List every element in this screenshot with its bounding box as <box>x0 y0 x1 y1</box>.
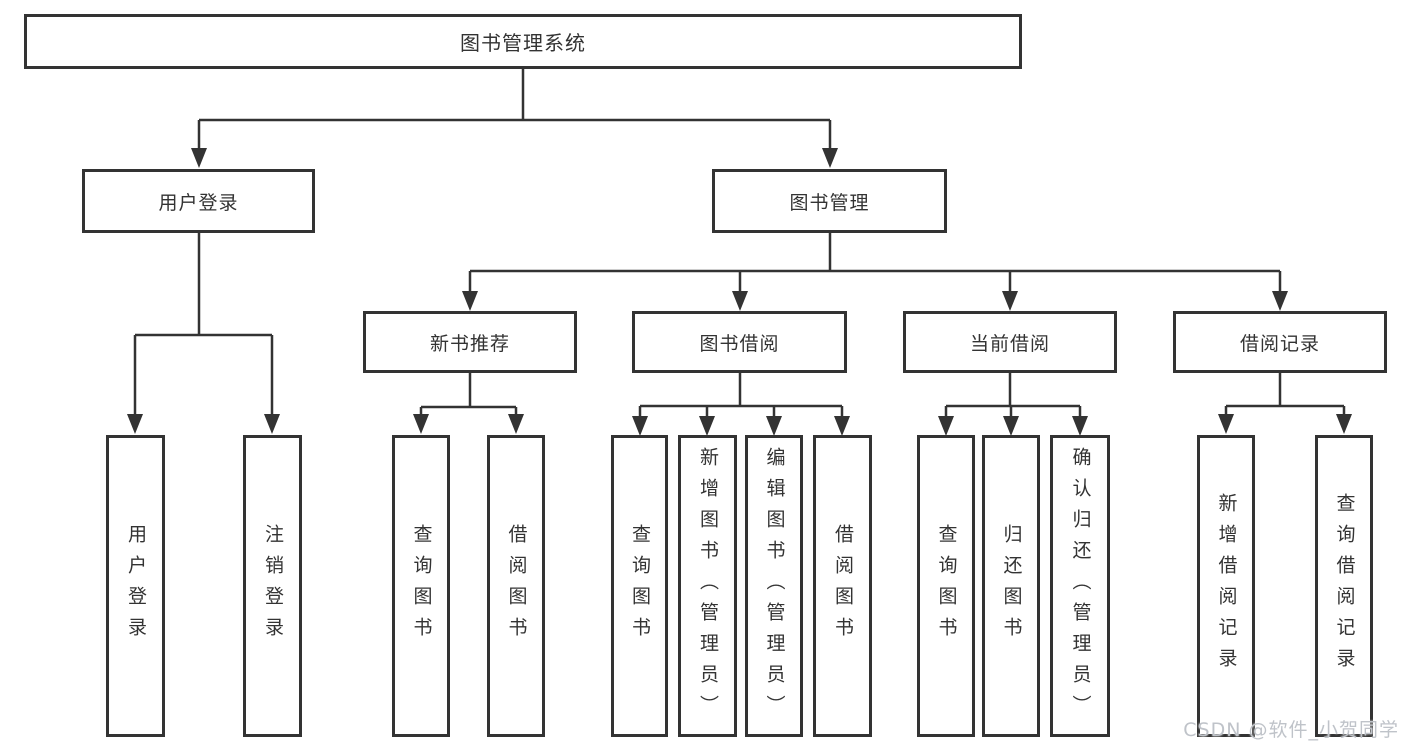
node-new-book-recommend: 新书推荐 <box>363 311 577 373</box>
leaf-newbooks-query-books: 查询图书 <box>392 435 450 737</box>
node-current-borrow-label: 当前借阅 <box>969 332 1050 355</box>
arrowheads <box>127 148 1352 436</box>
leaf-current-return-books-label: 归还图书 <box>1000 524 1023 648</box>
node-book-management-label: 图书管理 <box>789 191 870 214</box>
leaf-borrow-add-books-admin: 新增图书（管理员） <box>678 435 737 737</box>
leaf-records-add-record: 新增借阅记录 <box>1197 435 1255 737</box>
leaf-borrow-edit-books-admin: 编辑图书（管理员） <box>745 435 803 737</box>
leaf-user-login-label: 用户登录 <box>125 524 147 648</box>
leaf-borrow-borrow-books-label: 借阅图书 <box>832 524 854 648</box>
leaf-current-query-books-label: 查询图书 <box>935 524 958 648</box>
leaf-newbooks-query-books-label: 查询图书 <box>410 524 433 648</box>
leaf-records-query-record: 查询借阅记录 <box>1315 435 1373 737</box>
node-new-book-recommend-label: 新书推荐 <box>429 332 510 355</box>
node-user-login: 用户登录 <box>82 169 315 233</box>
leaf-borrow-add-books-admin-label: 新增图书（管理员） <box>697 446 719 726</box>
leaf-borrow-query-books-label: 查询图书 <box>629 524 651 648</box>
node-current-borrow: 当前借阅 <box>903 311 1117 373</box>
node-library-management-system: 图书管理系统 <box>24 14 1022 69</box>
leaf-newbooks-borrow-books: 借阅图书 <box>487 435 545 737</box>
leaf-borrow-query-books: 查询图书 <box>611 435 668 737</box>
node-book-borrow: 图书借阅 <box>632 311 847 373</box>
leaf-current-confirm-return-admin: 确认归还（管理员） <box>1050 435 1110 737</box>
leaf-newbooks-borrow-books-label: 借阅图书 <box>505 524 528 648</box>
leaf-logout: 注销登录 <box>243 435 302 737</box>
node-borrow-records: 借阅记录 <box>1173 311 1387 373</box>
node-book-borrow-label: 图书借阅 <box>699 332 780 355</box>
leaf-records-add-record-label: 新增借阅记录 <box>1215 493 1238 679</box>
leaf-borrow-edit-books-admin-label: 编辑图书（管理员） <box>763 446 786 726</box>
leaf-borrow-borrow-books: 借阅图书 <box>813 435 872 737</box>
csdn-watermark: CSDN @软件_小贺同学 <box>1183 719 1399 741</box>
leaf-current-query-books: 查询图书 <box>917 435 975 737</box>
leaf-records-query-record-label: 查询借阅记录 <box>1333 493 1356 679</box>
leaf-current-confirm-return-admin-label: 确认归还（管理员） <box>1069 446 1092 726</box>
node-borrow-records-label: 借阅记录 <box>1239 332 1320 355</box>
node-user-login-label: 用户登录 <box>158 191 239 214</box>
node-book-management: 图书管理 <box>712 169 947 233</box>
leaf-logout-label: 注销登录 <box>262 524 284 648</box>
node-library-management-system-label: 图书管理系统 <box>460 31 586 55</box>
leaf-user-login: 用户登录 <box>106 435 165 737</box>
connector-segments <box>133 69 1346 418</box>
leaf-current-return-books: 归还图书 <box>982 435 1040 737</box>
